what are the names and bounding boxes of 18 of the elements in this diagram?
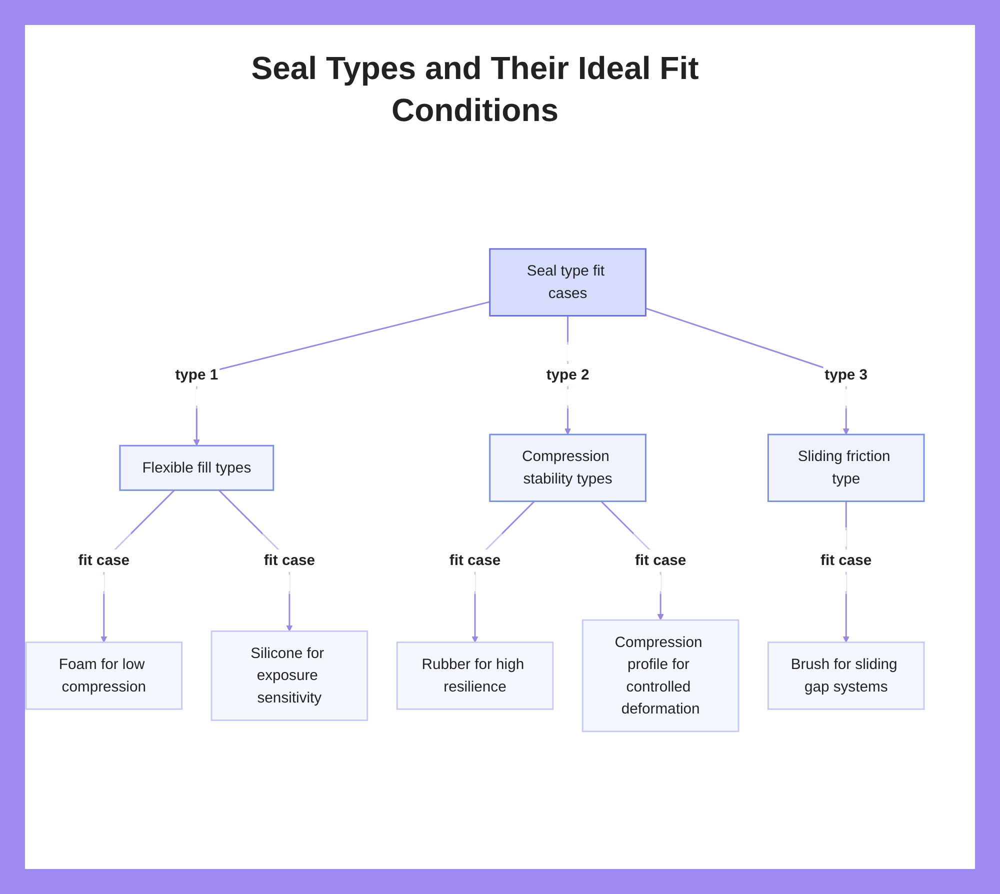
edge-label: fit case bbox=[820, 552, 872, 569]
node-box: Foam for low compression bbox=[25, 641, 183, 710]
node-box: Sliding friction type bbox=[767, 434, 925, 502]
edge-label: type 3 bbox=[824, 366, 868, 384]
edge-label: type 2 bbox=[546, 366, 590, 384]
node-box: Compression stability types bbox=[489, 434, 646, 502]
edge-label: fit case bbox=[264, 552, 316, 569]
edge-label: fit case bbox=[634, 552, 686, 569]
diagram-title: Seal Types and Their Ideal Fit Conditions bbox=[250, 49, 700, 130]
node-box: Silicone for exposure sensitivity bbox=[210, 630, 368, 721]
edge-label: fit case bbox=[449, 552, 501, 569]
node-box: Compression profile for controlled deformation bbox=[582, 619, 740, 732]
edge-label: type 1 bbox=[175, 366, 218, 384]
node-box: Rubber for high resilience bbox=[396, 641, 554, 710]
edge-label: fit case bbox=[78, 552, 130, 569]
node-box: Flexible fill types bbox=[119, 444, 274, 491]
node-box: Seal type fit cases bbox=[489, 248, 646, 316]
node-box: Brush for sliding gap systems bbox=[767, 641, 925, 710]
